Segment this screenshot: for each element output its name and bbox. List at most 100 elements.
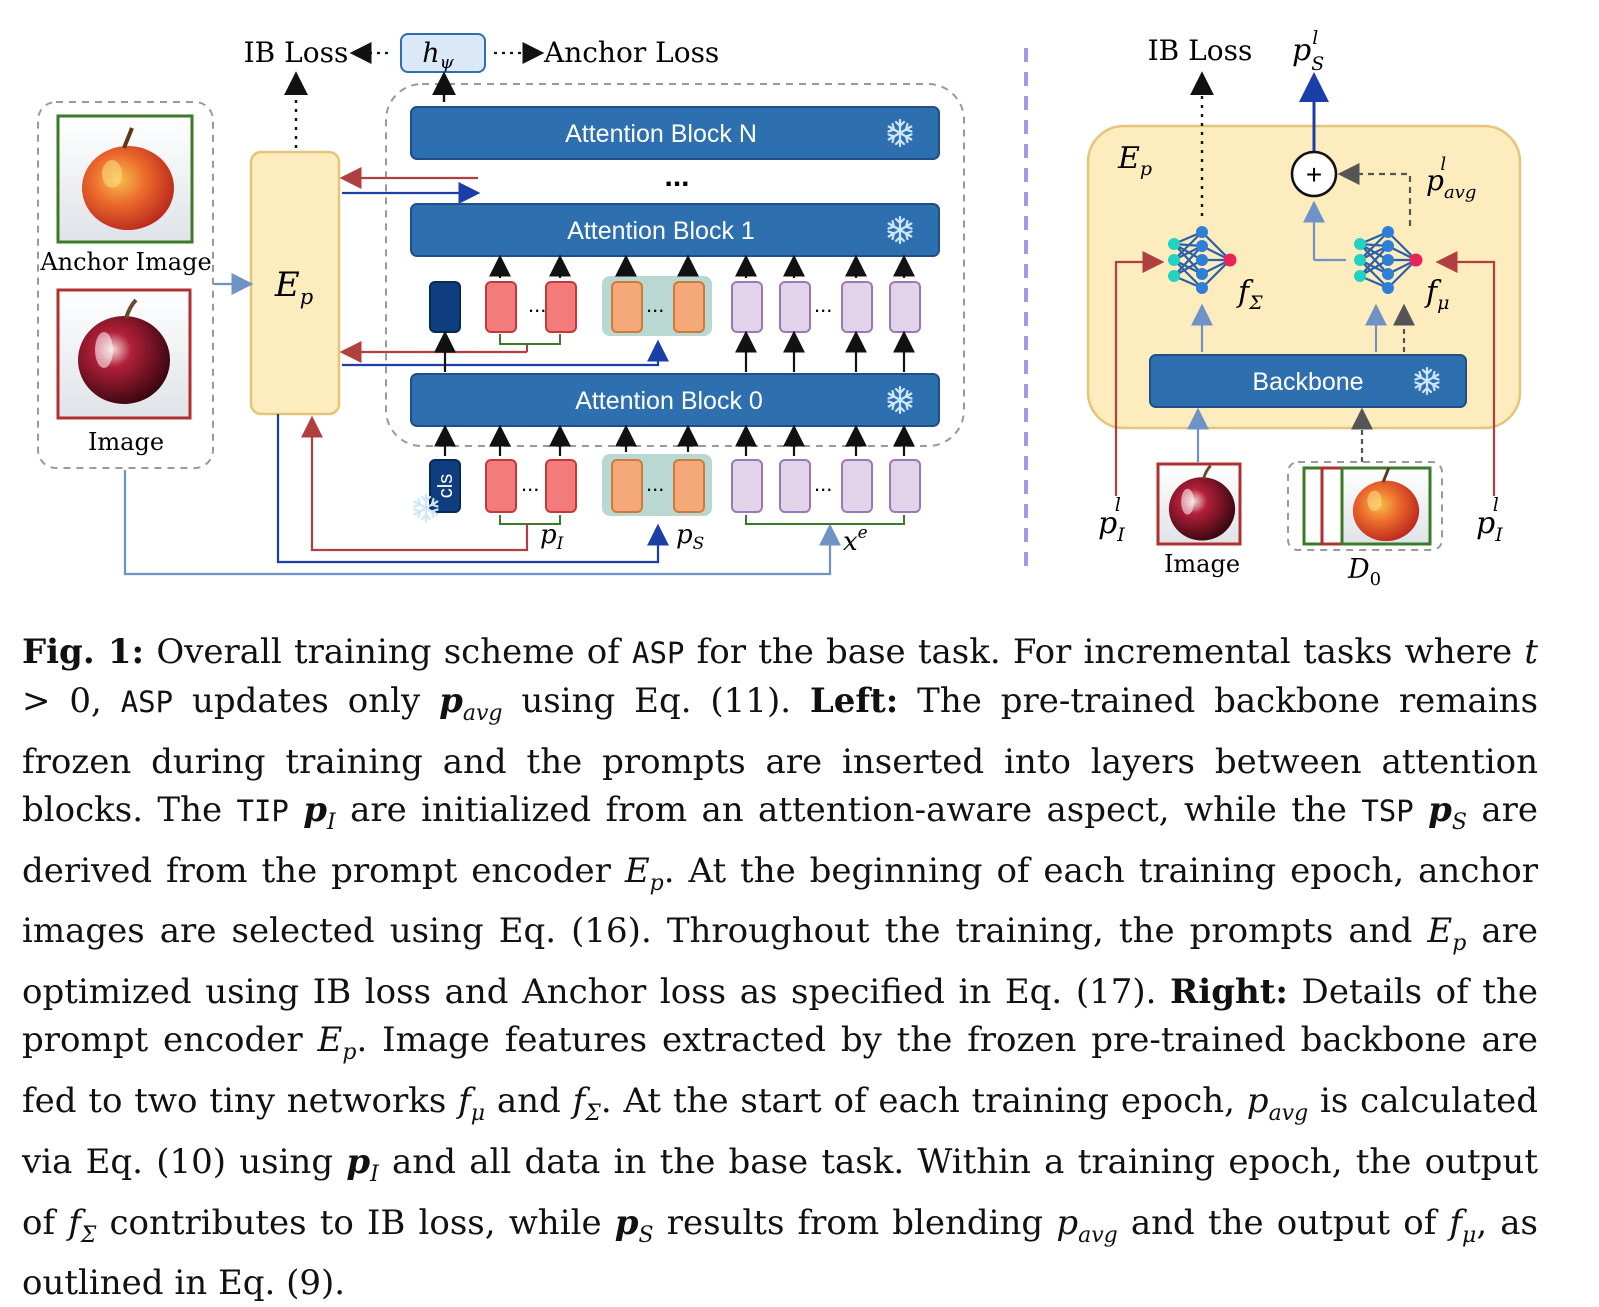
d0-dataset-images bbox=[1302, 466, 1432, 546]
caption-math-sub: avg bbox=[462, 700, 503, 726]
p-avg-l-label: pavgl bbox=[1426, 154, 1476, 203]
attention-block-0-label: Attention Block 0 bbox=[575, 387, 763, 415]
caption-text: . Image features extracted by the frozen… bbox=[22, 1020, 1538, 1121]
caption-asp: ASP bbox=[632, 636, 685, 670]
caption-left-label: Left: bbox=[809, 681, 899, 721]
caption-text: contributes to IB loss, while bbox=[96, 1202, 615, 1243]
p-s-label: pS bbox=[676, 520, 704, 554]
caption-text: > 0, bbox=[22, 681, 121, 721]
right-image-label: Image bbox=[1164, 550, 1240, 578]
caption-math: p bbox=[614, 1202, 639, 1243]
caption-text: . At the beginning of each training epoc… bbox=[22, 850, 1538, 952]
caption-math: f bbox=[68, 1202, 81, 1243]
encoder-label: Ep bbox=[274, 265, 313, 309]
left-ib-loss-label: IB Loss bbox=[244, 36, 349, 69]
bottom-token-row: cls ... ... ... bbox=[413, 454, 921, 523]
caption-text: are optimized using IB loss and Anchor l… bbox=[22, 911, 1538, 1013]
right-ib-loss-label: IB Loss bbox=[1148, 34, 1253, 67]
caption-math-sub: p bbox=[649, 870, 664, 896]
d0-label: D0 bbox=[1347, 554, 1381, 590]
svg-text:...: ... bbox=[521, 471, 539, 496]
caption-text: and the output of bbox=[1117, 1202, 1450, 1243]
cls-token-label: cls bbox=[435, 474, 457, 498]
figure-diagram: IB Loss hψ Anchor Loss Anchor Image Imag… bbox=[37, 27, 1522, 590]
input-images-group bbox=[37, 101, 214, 469]
caption-math-sub: μ bbox=[470, 1100, 486, 1126]
p-s-l-label: pSl bbox=[1292, 27, 1324, 75]
svg-text:...: ... bbox=[814, 292, 832, 317]
right-encoder-label: Ep bbox=[1117, 141, 1152, 180]
input-image bbox=[56, 288, 192, 420]
caption-text: using Eq. (11). bbox=[502, 681, 810, 721]
caption-math: f bbox=[572, 1080, 586, 1121]
blocks-ellipsis: ... bbox=[664, 160, 689, 193]
right-input-image bbox=[1156, 462, 1242, 546]
plus-circle-icon: + bbox=[1290, 150, 1338, 198]
backbone-block bbox=[1149, 354, 1467, 408]
caption-math: t bbox=[1524, 632, 1538, 672]
p-i-l-left-label: pIl bbox=[1098, 494, 1125, 546]
caption-math-sub: Σ bbox=[80, 1222, 97, 1248]
middle-token-row: ... ... ... bbox=[429, 276, 921, 336]
caption-tip: TIP bbox=[236, 793, 289, 828]
caption-math-sub: p bbox=[1452, 931, 1467, 957]
caption-math-sub: avg bbox=[1078, 1222, 1118, 1248]
svg-text:...: ... bbox=[814, 471, 832, 496]
caption-text: . At the start of each training epoch, bbox=[600, 1080, 1247, 1121]
caption-math-sub: Σ bbox=[585, 1100, 601, 1126]
caption-tsp: TSP bbox=[1361, 793, 1414, 828]
svg-text:...: ... bbox=[646, 292, 664, 317]
caption-math: p bbox=[439, 681, 463, 721]
anchor-image bbox=[56, 114, 194, 244]
caption-text: for the base task. For incremental tasks… bbox=[684, 632, 1525, 672]
caption-asp: ASP bbox=[120, 685, 174, 719]
frozen-backbone-group bbox=[385, 83, 965, 447]
svg-text:...: ... bbox=[528, 292, 546, 317]
d0-dataset-group bbox=[1287, 461, 1443, 551]
caption-text: Overall training scheme of bbox=[144, 632, 633, 672]
caption-fig-label: Fig. 1: bbox=[22, 632, 145, 672]
h-psi-label: hψ bbox=[422, 38, 454, 73]
caption-text: The pre-trained backbone remains frozen … bbox=[22, 681, 1539, 830]
attention-block-n-label: Attention Block N bbox=[565, 120, 757, 148]
x-e-label: xe bbox=[843, 523, 868, 557]
backbone-label: Backbone bbox=[1252, 368, 1363, 396]
caption-right-label: Right: bbox=[1170, 972, 1288, 1013]
caption-text: and bbox=[485, 1080, 573, 1121]
image-label: Image bbox=[88, 428, 164, 456]
p-i-label: pI bbox=[540, 520, 564, 554]
attention-block-1 bbox=[410, 203, 940, 257]
anchor-image-label: Anchor Image bbox=[39, 248, 211, 276]
caption-math-sub: avg bbox=[1268, 1100, 1309, 1126]
caption-math-sub: I bbox=[327, 809, 336, 835]
caption-math-sub: S bbox=[1451, 809, 1467, 835]
svg-text:...: ... bbox=[646, 471, 664, 496]
caption-math: E bbox=[1427, 911, 1453, 952]
caption-text: is calculated via Eq. (10) using bbox=[22, 1080, 1538, 1182]
caption-text: are derived from the prompt encoder bbox=[22, 789, 1538, 891]
caption-math: p bbox=[303, 789, 328, 830]
attention-block-1-label: Attention Block 1 bbox=[567, 217, 755, 245]
caption-text: and all data in the base task. Within a … bbox=[22, 1141, 1538, 1243]
caption-math: f bbox=[458, 1080, 471, 1121]
caption-math-sub: S bbox=[638, 1222, 654, 1248]
caption-text: results from blending bbox=[653, 1202, 1057, 1243]
caption-text: are initialized from an attention-aware … bbox=[335, 789, 1362, 830]
caption-math: f bbox=[1449, 1202, 1463, 1243]
caption-math-sub: p bbox=[342, 1039, 357, 1065]
caption-math-sub: μ bbox=[1462, 1222, 1477, 1248]
caption-math-sub: I bbox=[370, 1161, 379, 1187]
encoder-detail-box bbox=[1086, 124, 1522, 430]
caption-math: p bbox=[1056, 1202, 1079, 1243]
attention-block-0 bbox=[410, 373, 940, 427]
caption-text: Details of the prompt encoder bbox=[22, 972, 1539, 1061]
p-i-l-right-label: pIl bbox=[1476, 494, 1503, 546]
caption-text: updates only bbox=[173, 681, 440, 721]
caption-math: E bbox=[624, 850, 650, 891]
caption-math: E bbox=[317, 1020, 343, 1061]
svg-text:+: + bbox=[1306, 159, 1322, 190]
caption-math: p bbox=[346, 1141, 371, 1182]
caption-math: p bbox=[1428, 789, 1452, 830]
attention-block-n bbox=[410, 106, 940, 160]
anchor-loss-label: Anchor Loss bbox=[543, 36, 719, 69]
